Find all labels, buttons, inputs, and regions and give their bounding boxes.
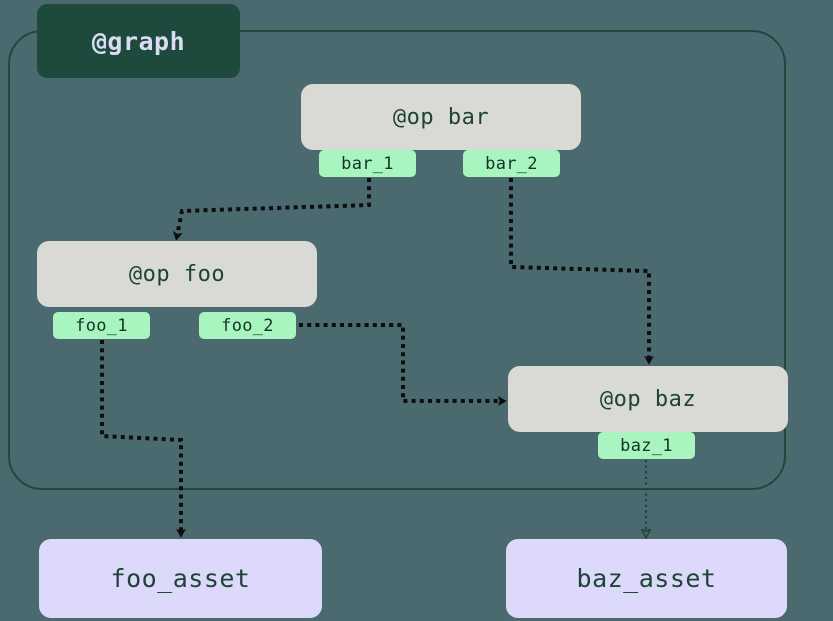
graph-label-text: @graph [91, 26, 186, 56]
graph-container [8, 30, 786, 490]
asset-node-foo_asset[interactable]: foo_asset [39, 539, 322, 618]
output-port-label: bar_2 [485, 153, 538, 174]
asset-node-baz_asset[interactable]: baz_asset [506, 539, 787, 618]
op-node-label: @op bar [392, 104, 490, 130]
asset-node-label: foo_asset [110, 564, 251, 593]
op-node-bar[interactable]: @op bar [301, 84, 581, 150]
output-port-foo_1[interactable]: foo_1 [53, 312, 150, 339]
output-port-bar_1[interactable]: bar_1 [319, 150, 416, 177]
output-port-baz_1[interactable]: baz_1 [598, 432, 695, 459]
output-port-label: foo_2 [221, 315, 274, 336]
graph-label-badge: @graph [37, 4, 240, 78]
op-node-baz[interactable]: @op baz [508, 366, 788, 432]
output-port-foo_2[interactable]: foo_2 [199, 312, 296, 339]
asset-node-label: baz_asset [576, 564, 717, 593]
output-port-label: baz_1 [620, 435, 673, 456]
output-port-label: foo_1 [75, 315, 128, 336]
output-port-label: bar_1 [341, 153, 394, 174]
output-port-bar_2[interactable]: bar_2 [463, 150, 560, 177]
op-node-label: @op baz [599, 386, 697, 412]
op-node-label: @op foo [128, 261, 226, 287]
op-node-foo[interactable]: @op foo [37, 241, 317, 307]
